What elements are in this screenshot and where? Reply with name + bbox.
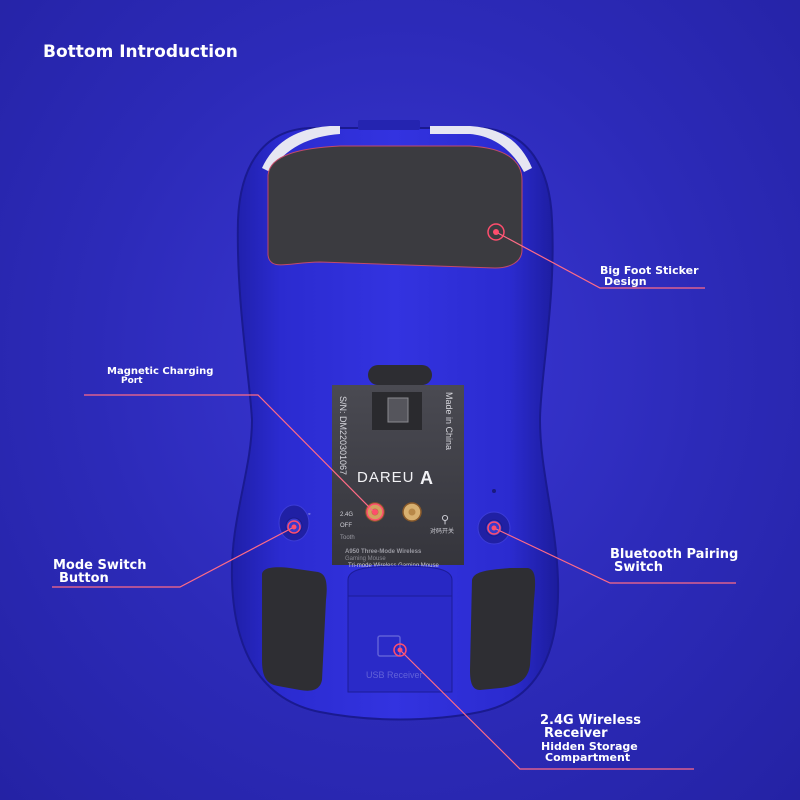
made-in-label: Made in China [444,392,454,450]
callout-lines [52,231,736,770]
top-seam [358,120,420,130]
upper-foot-pad [368,365,432,385]
bigfoot-marker-dot [493,229,499,235]
receiver-leader [399,649,694,770]
usb-icon [377,635,401,657]
usb-receiver-label: USB Receiver [366,670,423,680]
callout-bt-line-2: Switch [614,560,664,575]
magnetic-leader [84,394,375,513]
callout-receiver-line-1: 2.4G Wireless [540,713,641,728]
status-led [492,489,496,493]
receiver-marker-dot [397,647,403,653]
model-line-1: A950 Three-Mode Wireless [345,549,422,555]
mode-leader [52,526,295,588]
pair-switch-label: 对码开关 [430,527,454,535]
bigfoot-leader [495,231,705,289]
callout-receiver-line-2: Receiver [544,726,608,741]
callout-mode-line-1: Mode Switch [53,558,147,573]
bluetooth-leader [493,527,736,584]
callout-markers [287,223,505,657]
big-foot-sticker [267,145,523,269]
callout-wireless-receiver: 2.4G Wireless Receiver [540,714,641,740]
model-line-2: Gaming Mouse [345,556,386,562]
callout-magnetic-line-2: Port [121,376,143,386]
foot-sticker-right [470,568,536,690]
callout-bigfoot-line-1: Big Foot Sticker [600,264,699,277]
callout-bigfoot-line-2: Design [604,275,647,288]
mode-marker-dot [291,524,297,530]
page-title: Bottom Introduction [43,42,238,62]
label-plate [332,385,464,565]
bigfoot-marker [487,223,505,241]
top-rim-left [262,126,340,172]
pair-bulb-icon: ⚲ [441,514,449,526]
callout-magnetic-line-1: Magnetic Charging [107,366,214,377]
top-rim-right [430,126,532,172]
receiver-marker [393,643,407,657]
callout-storage-line-1: Hidden Storage [541,740,638,753]
bluetooth-marker-dot [491,525,497,531]
brand-logo: DAREU [357,469,415,486]
magnetic-marker-dot [372,509,378,515]
mode-switch-button[interactable] [278,504,310,542]
callout-big-foot: Big Foot Sticker Design [600,265,699,287]
mode-off-label: OFF [340,523,352,529]
bluetooth-marker [487,521,501,535]
charging-pin-right-center [408,508,416,516]
serial-number: S/N: DM220301067 [338,396,348,475]
callout-mode-line-2: Button [59,571,109,586]
optical-sensor [387,397,409,423]
callout-mode-switch: Mode Switch Button [53,559,147,585]
callout-bt-line-1: Bluetooth Pairing [610,547,739,562]
brand-a-mark: A [420,468,433,488]
mode-tooth-label: Tooth [340,535,355,541]
magnetic-marker [366,503,384,521]
foot-sticker-left [262,567,327,691]
callout-hidden-storage: Hidden Storage Compartment [541,741,638,763]
callout-bluetooth-pairing: Bluetooth Pairing Switch [610,548,738,574]
mode-indicator-icon: ◦ [308,511,310,518]
callout-storage-line-2: Compartment [545,751,631,764]
mode-24g-label: 2.4G [340,512,353,518]
mode-marker [287,520,301,534]
callout-magnetic-charging: Magnetic Charging Port [107,367,213,386]
